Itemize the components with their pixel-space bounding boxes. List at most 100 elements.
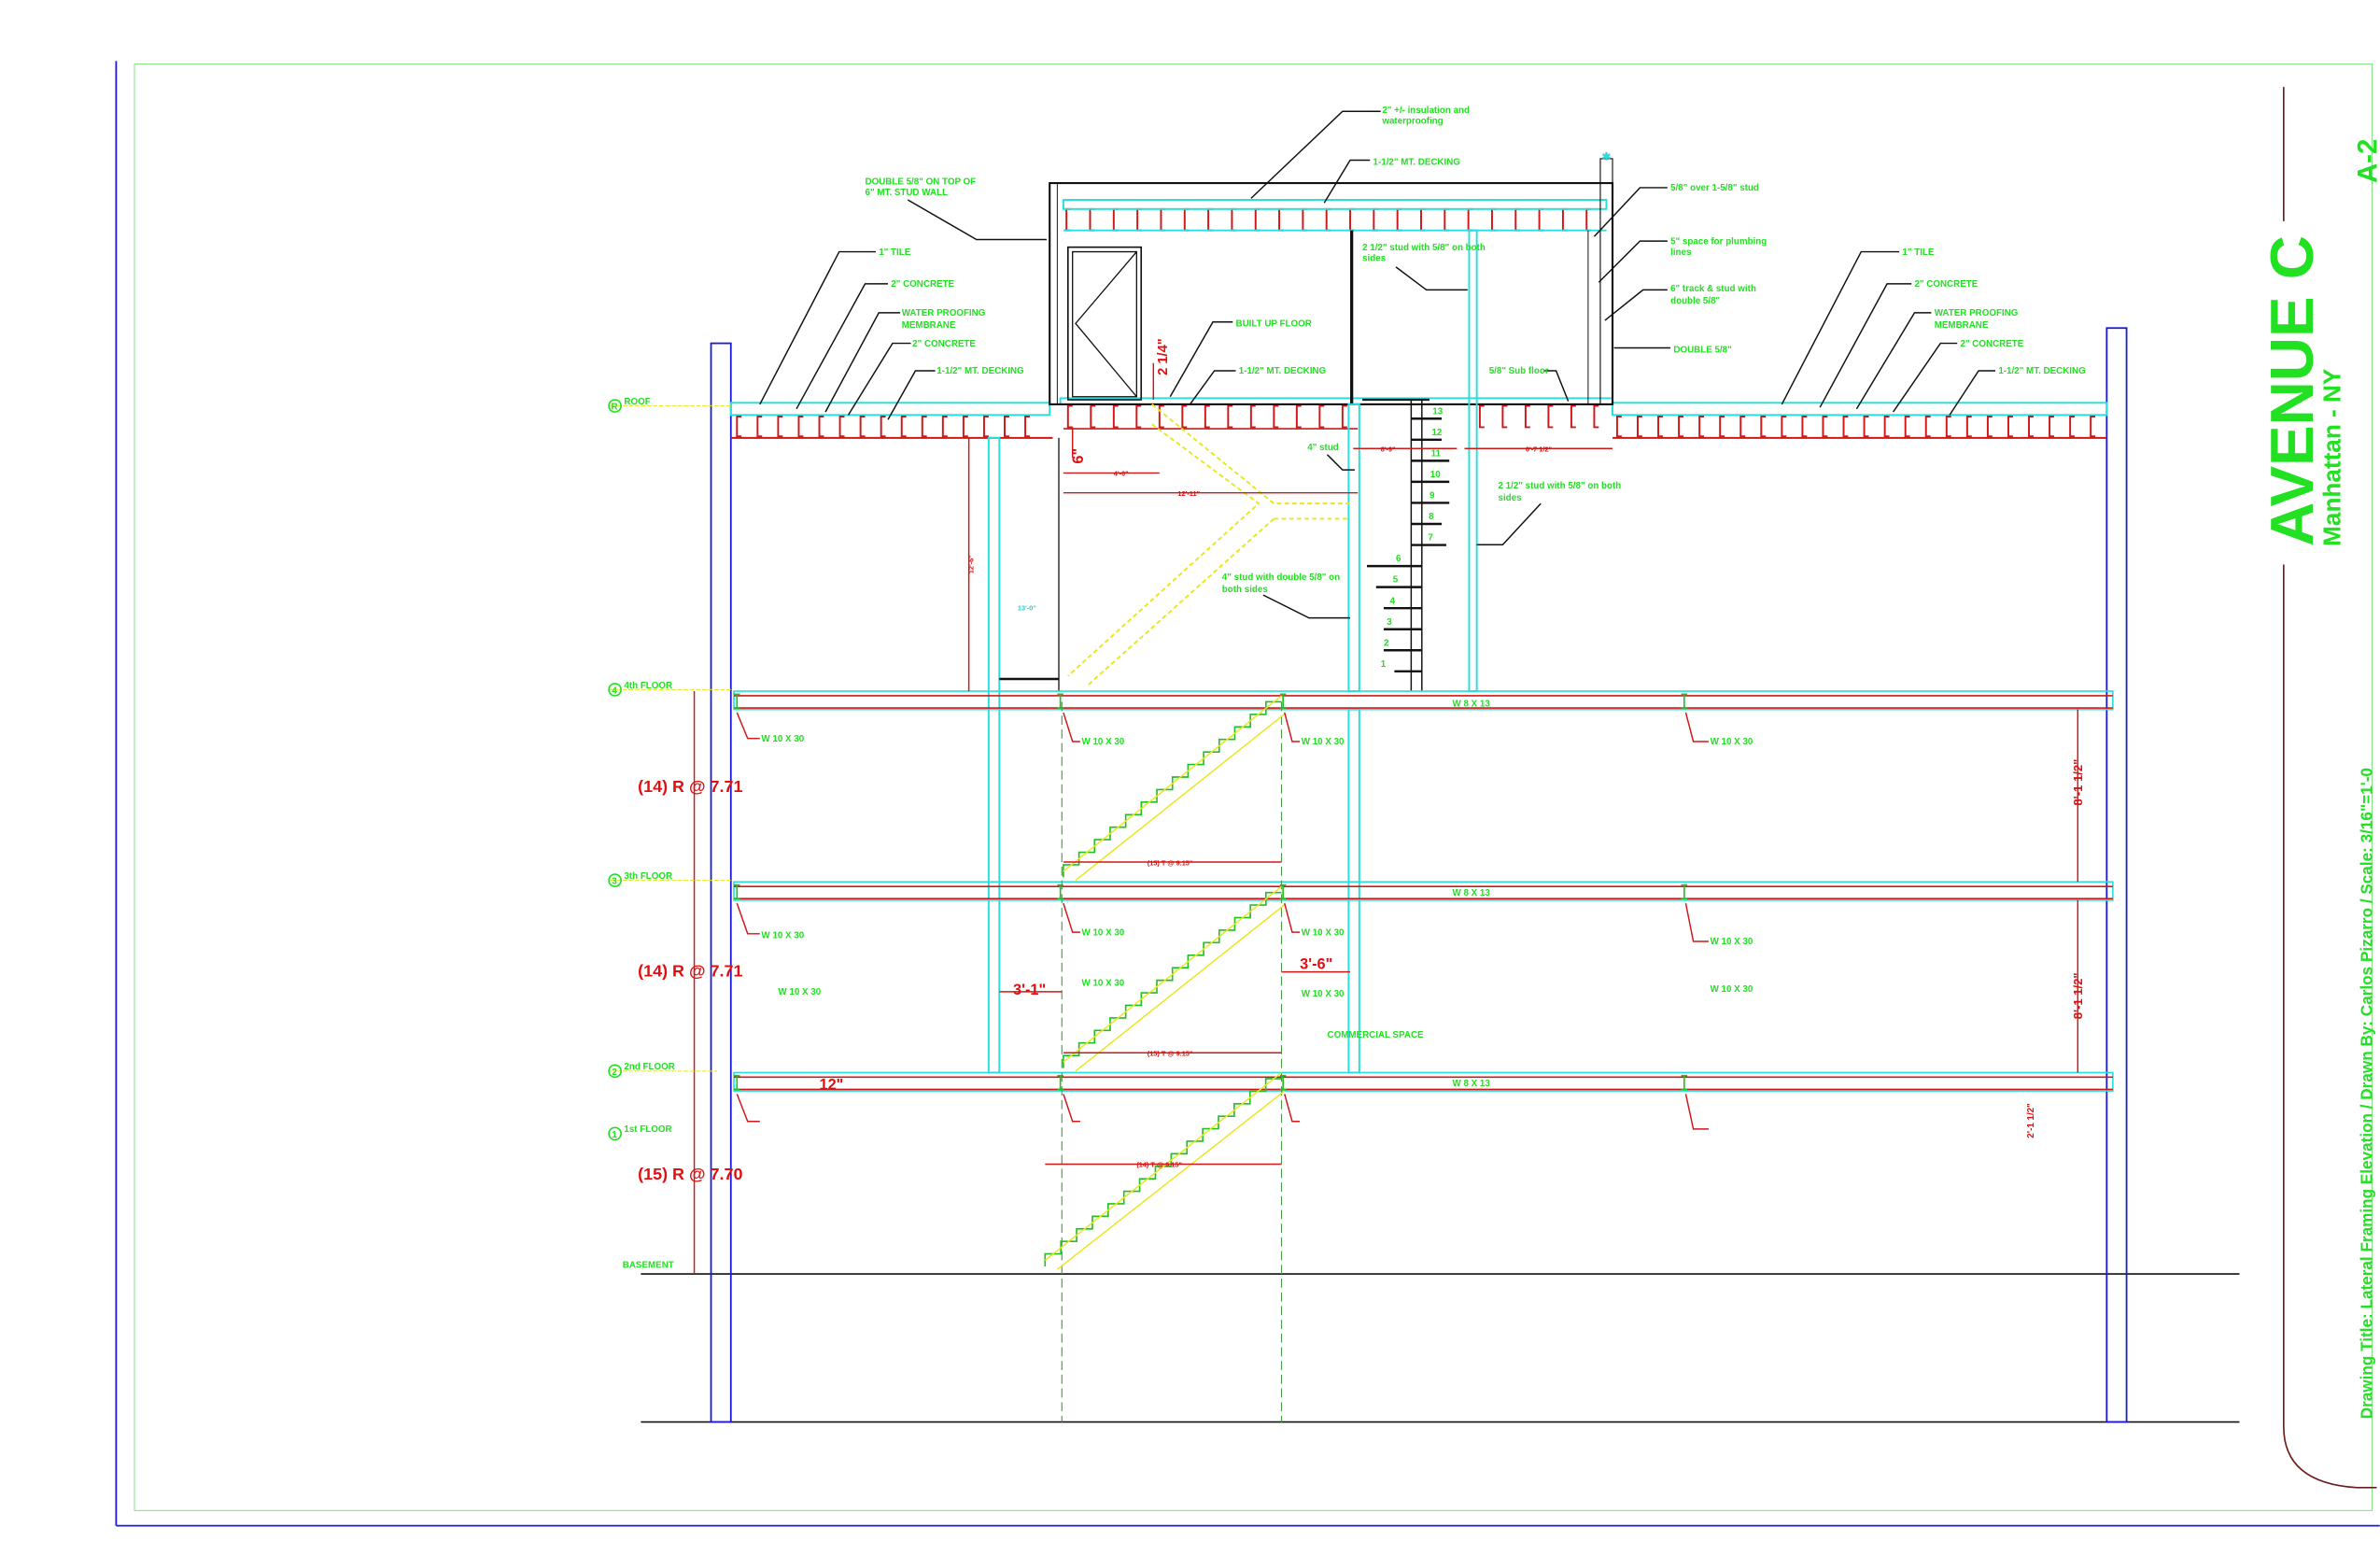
stair-stringer	[1063, 695, 1282, 872]
level-marker: 3	[612, 877, 617, 887]
stair-flight	[1063, 891, 1282, 1068]
c-joist-icon	[880, 416, 886, 438]
stair-flight	[1063, 700, 1282, 878]
ladder-step-number: 1	[1381, 659, 1387, 670]
c-joist-icon	[1112, 404, 1119, 429]
callout-over-stud: 5/8" over 1-5/8" stud	[1670, 183, 1759, 193]
callout-right-membrane: WATER PROOFING	[1935, 308, 2019, 318]
vent-icon: ✱	[1602, 152, 1612, 163]
c-joist-icon	[1090, 404, 1096, 429]
callout-four-stud-double-2: both sides	[1222, 585, 1269, 595]
dim-six-seven: 6'-7 1/2"	[1526, 445, 1552, 454]
c-joist-icon	[838, 416, 845, 438]
c-joist-icon	[2049, 416, 2054, 438]
callout-double: DOUBLE 5/8"	[1673, 345, 1731, 355]
c-joist-icon	[921, 416, 927, 438]
ladder-step-number: 13	[1432, 406, 1443, 417]
c-joist-icon	[1637, 416, 1642, 438]
dim-floor-build-up: 2 1/4"	[1156, 338, 1171, 375]
beam-label: W 10 X 30	[1082, 737, 1125, 747]
c-joist-icon	[1318, 404, 1325, 429]
c-joist-icon	[1883, 416, 1890, 438]
ladder-step-number: 12	[1431, 428, 1442, 438]
floor-beams	[733, 690, 2114, 1092]
callout-penthouse-roof-decking: 1-1/2" MT. DECKING	[1373, 157, 1461, 167]
level-marker: 2	[612, 1067, 617, 1078]
commercial-space-label: COMMERCIAL SPACE	[1328, 1030, 1425, 1040]
callout-right-decking: 1-1/2" MT. DECKING	[1998, 366, 2086, 376]
dimension-texts: 2 1/4" 6" 4'-0" 12'-11" 8'-9" 6'-7 1/2" …	[638, 338, 2085, 1183]
right-exterior-wall	[2105, 327, 2128, 1423]
level-label: 1st FLOOR	[624, 1124, 671, 1135]
callout-left-concrete-2: 2" CONCRETE	[912, 339, 976, 349]
c-joist-icon	[1924, 416, 1931, 438]
c-joist-icon	[1181, 404, 1188, 429]
callout-double-stud: DOUBLE 5/8" ON TOP OF	[866, 177, 977, 188]
dim-four-ft: 4'-0"	[1114, 470, 1129, 478]
penthouse-stair-outline	[1067, 403, 1351, 687]
tread-note: (15) T @ 9.15"	[1148, 858, 1193, 867]
beam-label: W 8 X 13	[1452, 699, 1490, 709]
c-joist-icon	[900, 416, 907, 438]
c-joist-icon	[736, 416, 742, 438]
ladder-step-number: 3	[1387, 617, 1392, 628]
c-joist-icon	[859, 416, 866, 438]
interior-wall	[1347, 708, 1360, 1074]
i-beam-section-icon	[734, 693, 740, 709]
i-beam-section-icon	[1681, 1074, 1688, 1091]
c-joist-icon	[1302, 207, 1308, 232]
floor-slab	[733, 881, 2114, 901]
callout-right-concrete: 2" CONCRETE	[1914, 279, 1978, 290]
c-joist-icon	[1781, 416, 1787, 438]
beam-label: W 8 X 13	[1452, 1079, 1490, 1089]
stair-flights	[1044, 695, 1286, 1270]
c-joist-icon	[1615, 416, 1622, 438]
callout-insulation: 2" +/- insulation and	[1382, 106, 1470, 116]
c-joist-icon	[797, 416, 804, 438]
c-joist-icon	[1207, 207, 1214, 232]
project-title: AVENUE C	[2258, 235, 2326, 546]
callout-stud-both-sides: 2 1/2" stud with 5/8" on both	[1362, 243, 1486, 253]
c-joist-icon	[2007, 416, 2013, 438]
callout-left-membrane: WATER PROOFING	[902, 308, 986, 318]
c-joist-icon	[1443, 207, 1450, 232]
callout-stud-both-sides-b: 2 1/2" stud with 5/8" on both	[1498, 481, 1621, 491]
beam-label: W 8 X 13	[1452, 888, 1490, 898]
i-beam-section-icon	[1681, 693, 1688, 709]
c-joist-icon	[1842, 416, 1849, 438]
callout-right-membrane-2: MEMBRANE	[1935, 320, 1989, 331]
c-joist-icon	[1698, 416, 1705, 438]
c-joist-icon	[1004, 416, 1009, 438]
ladder-step-number: 11	[1431, 448, 1442, 459]
i-beam-section-icon	[734, 884, 740, 900]
ladder-step-number: 5	[1393, 575, 1399, 586]
level-marker: 1	[612, 1130, 617, 1140]
ladder-step-number: 9	[1429, 491, 1435, 502]
c-joist-icon	[2069, 416, 2076, 438]
c-joist-icon	[1183, 207, 1190, 232]
penthouse: ✱	[1049, 152, 1614, 693]
callout-left-concrete: 2" CONCRETE	[891, 279, 954, 290]
sheet-border	[115, 61, 2380, 1527]
c-joist-icon	[1561, 207, 1568, 232]
c-joist-icon	[1593, 404, 1599, 429]
c-joist-icon	[1066, 404, 1073, 429]
c-joist-icon	[1524, 404, 1530, 429]
c-joist-icon	[2028, 416, 2034, 438]
tread-note: (15) T @ 9.15"	[1148, 1049, 1193, 1057]
sheet-number: A-2	[2352, 139, 2380, 183]
c-joist-icon	[1570, 404, 1576, 429]
dim-penthouse-height-b: 13'-0"	[1018, 603, 1036, 612]
callout-leaders	[759, 110, 1996, 619]
c-joist-icon	[777, 416, 783, 438]
floor-slab	[733, 1071, 2114, 1092]
callout-stud-both-sides-2: sides	[1362, 253, 1387, 263]
ladder-step-number: 8	[1429, 512, 1434, 522]
c-joist-icon	[1158, 404, 1164, 429]
c-joist-icon	[1135, 404, 1142, 429]
